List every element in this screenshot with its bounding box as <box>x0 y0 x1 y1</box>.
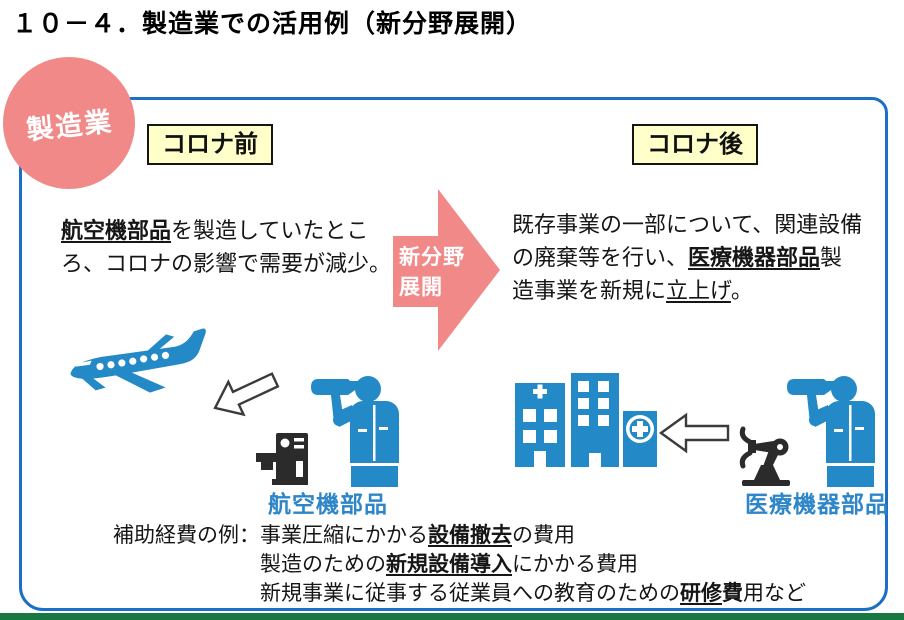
factory-worker-icon <box>787 376 875 487</box>
new-field-arrow-label: 新分野 展開 <box>399 243 465 303</box>
hollow-arrow-left-icon <box>658 412 730 454</box>
new-field-arrow-line2: 展開 <box>399 276 443 299</box>
airplane-icon <box>70 328 206 393</box>
after-corona-label: コロナ後 <box>632 124 758 166</box>
expenses-line-2: 製造のための新規設備導入にかかる費用 <box>260 553 638 576</box>
expenses-line-3: 新規事業に従事する従業員への教育のための研修費用など <box>260 582 806 605</box>
milling-machine-icon <box>256 433 308 485</box>
hollow-arrow-left-icon <box>213 372 280 417</box>
after-description: 既存事業の一部について、関連設備の廃棄等を行い、医療機器部品製造事業を新規に立上… <box>512 212 863 303</box>
before-caption: 航空機部品 <box>268 491 388 517</box>
industry-badge: 製造業 <box>3 57 135 189</box>
page-title: １０－４．製造業での活用例（新分野展開） <box>12 10 533 38</box>
before-description: 航空機部品を製造していたところ、コロナの影響で需要が減少。 <box>61 218 392 276</box>
new-field-arrow-line1: 新分野 <box>399 246 465 269</box>
expenses-prefix: 補助経費の例： <box>113 524 260 547</box>
robot-arm-icon <box>739 426 790 486</box>
after-caption: 医療機器部品 <box>745 491 889 517</box>
hospital-icon <box>515 373 657 467</box>
factory-worker-icon <box>311 376 399 487</box>
before-corona-label: コロナ前 <box>147 124 273 166</box>
expenses-line-1: 事業圧縮にかかる設備撤去の費用 <box>260 524 575 547</box>
expenses-lines: 事業圧縮にかかる設備撤去の費用 製造のための新規設備導入にかかる費用 新規事業に… <box>260 521 806 608</box>
expenses-note: 補助経費の例： 事業圧縮にかかる設備撤去の費用 製造のための新規設備導入にかかる… <box>113 521 806 608</box>
bottom-accent-bar <box>0 613 904 620</box>
industry-badge-label: 製造業 <box>24 106 115 145</box>
